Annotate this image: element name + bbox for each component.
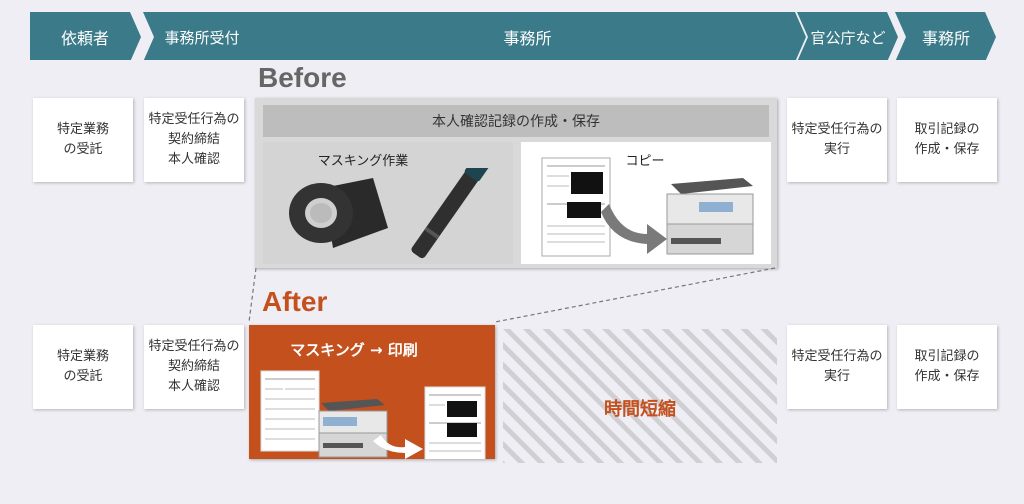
copy-illustration: [541, 157, 754, 257]
marker-pen-icon: [411, 168, 490, 259]
time-saved-label: 時間短縮: [604, 399, 676, 420]
after-card-reception: 特定受任行為の 契約締結 本人確認: [144, 325, 244, 409]
before-process-title: 本人確認記録の作成・保存: [263, 105, 769, 137]
after-title: After: [262, 286, 328, 317]
after-process-label: マスキング → 印刷: [290, 340, 418, 359]
before-card-execution: 特定受任行為の 実行: [787, 98, 887, 182]
copier-icon: [666, 178, 754, 255]
time-saved-area: [503, 329, 777, 463]
before-card-client: 特定業務 の受託: [33, 98, 133, 182]
tape-roll-icon: [289, 178, 388, 248]
after-card-client: 特定業務 の受託: [33, 325, 133, 409]
after-card-execution: 特定受任行為の 実行: [787, 325, 887, 409]
header-step-reception-label: 事務所受付: [164, 28, 240, 47]
header-step-reception: [143, 12, 261, 60]
header-step-agency-label: 官公庁など: [810, 28, 886, 47]
arrow-icon: [601, 204, 667, 254]
arrow-icon: [373, 435, 423, 459]
header-step-office-final: [895, 12, 996, 60]
header-step-office-final-label: 事務所: [921, 29, 970, 48]
header-step-office-label: 事務所: [503, 29, 552, 48]
header-step-client-label: 依頼者: [60, 29, 109, 48]
masking-illustration: [289, 168, 490, 259]
masking-label: マスキング作業: [317, 153, 409, 169]
masked-document-icon: [424, 386, 486, 459]
before-title: Before: [258, 62, 347, 93]
before-card-reception: 特定受任行為の 契約締結 本人確認: [144, 98, 244, 182]
header-step-client: [30, 12, 141, 60]
after-card-record: 取引記録の 作成・保存: [897, 325, 997, 409]
header-step-agency: [797, 12, 898, 60]
before-card-record: 取引記録の 作成・保存: [897, 98, 997, 182]
process-header: [30, 12, 996, 60]
document-icon: [260, 370, 320, 452]
copier-icon: [318, 399, 388, 458]
header-step-office: [249, 12, 806, 60]
copy-label: コピー: [625, 153, 665, 169]
print-illustration: [260, 370, 486, 459]
document-icon: [541, 157, 611, 257]
